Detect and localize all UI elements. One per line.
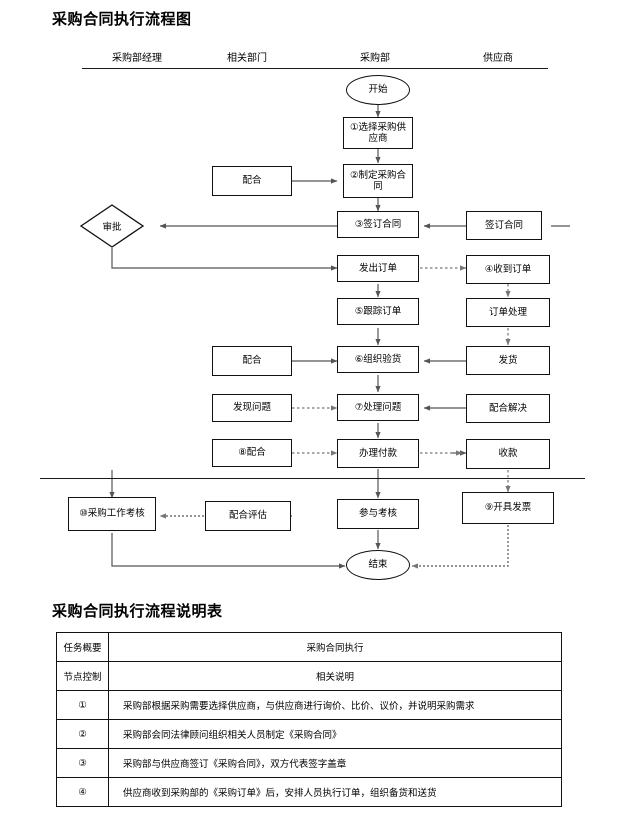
table-row: 节点控制 相关说明: [56, 661, 562, 691]
node-handle-payment[interactable]: 办理付款: [337, 439, 419, 468]
flow-section-divider: [40, 478, 585, 479]
table-cell-key: ④: [56, 777, 109, 807]
node-make-contract[interactable]: ②制定采购合同: [343, 164, 413, 198]
node-cooperate-evaluation[interactable]: 配合评估: [205, 501, 291, 531]
node-organize-inspection[interactable]: ⑥组织验货: [337, 346, 419, 373]
table-cell-value: 供应商收到采购部的《采购订单》后，安排人员执行订单，组织备货和送货: [108, 777, 562, 807]
lane-header-related-departments: 相关部门: [227, 53, 267, 64]
table-row: ① 采购部根据采购需要选择供应商，与供应商进行询价、比价、议价，并说明采购需求: [56, 690, 562, 720]
table-cell-value: 采购合同执行: [108, 632, 562, 662]
node-receive-order[interactable]: ④收到订单: [466, 255, 550, 284]
node-cooperate-payment[interactable]: ⑧配合: [212, 439, 292, 467]
node-cooperate-solve[interactable]: 配合解决: [466, 394, 550, 423]
node-cooperate-inspection[interactable]: 配合: [212, 346, 292, 376]
node-receive-payment[interactable]: 收款: [466, 439, 550, 469]
explanation-table: 任务概要 采购合同执行 节点控制 相关说明 ① 采购部根据采购需要选择供应商，与…: [56, 632, 562, 807]
node-track-order[interactable]: ⑤跟踪订单: [337, 298, 419, 325]
node-find-problem[interactable]: 发现问题: [212, 394, 292, 422]
table-row: 任务概要 采购合同执行: [56, 632, 562, 662]
table-cell-key: 节点控制: [56, 661, 109, 691]
table-cell-value: 采购部会同法律顾问组织相关人员制定《采购合同》: [108, 719, 562, 749]
table-row: ④ 供应商收到采购部的《采购订单》后，安排人员执行订单，组织备货和送货: [56, 777, 562, 807]
page-title-flowchart: 采购合同执行流程图: [52, 10, 192, 28]
node-sign-contract-supplier[interactable]: 签订合同: [466, 211, 542, 240]
node-end[interactable]: 结束: [346, 550, 410, 580]
node-order-processing[interactable]: 订单处理: [466, 298, 550, 327]
node-approval-label: 审批: [102, 222, 122, 233]
lane-header-supplier: 供应商: [483, 53, 513, 64]
lane-header-divider: [82, 68, 548, 69]
lane-header-purchasing-manager: 采购部经理: [112, 53, 162, 64]
node-sign-contract[interactable]: ③签订合同: [337, 211, 419, 238]
explanation-table-body: 任务概要 采购合同执行 节点控制 相关说明 ① 采购部根据采购需要选择供应商，与…: [56, 632, 562, 807]
node-ship-goods[interactable]: 发货: [466, 346, 550, 375]
node-issue-invoice[interactable]: ⑨开具发票: [462, 492, 554, 524]
table-cell-value: 采购部与供应商签订《采购合同》，双方代表签字盖章: [108, 748, 562, 778]
table-cell-key: ①: [56, 690, 109, 720]
node-approval[interactable]: 审批: [79, 204, 145, 248]
table-row: ③ 采购部与供应商签订《采购合同》，双方代表签字盖章: [56, 748, 562, 778]
node-send-order[interactable]: 发出订单: [337, 255, 419, 282]
node-handle-problem[interactable]: ⑦处理问题: [337, 394, 419, 421]
node-cooperate-contract[interactable]: 配合: [212, 166, 292, 196]
table-cell-key: 任务概要: [56, 632, 109, 662]
node-join-review[interactable]: 参与考核: [337, 499, 419, 529]
table-cell-value: 采购部根据采购需要选择供应商，与供应商进行询价、比价、议价，并说明采购需求: [108, 690, 562, 720]
table-cell-key: ②: [56, 719, 109, 749]
node-purchase-review[interactable]: ⑩采购工作考核: [68, 497, 156, 531]
table-row: ② 采购部会同法律顾问组织相关人员制定《采购合同》: [56, 719, 562, 749]
page-title-table: 采购合同执行流程说明表: [52, 602, 223, 620]
table-cell-value: 相关说明: [108, 661, 562, 691]
node-select-supplier[interactable]: ①选择采购供应商: [343, 117, 413, 149]
lane-header-purchasing-department: 采购部: [360, 53, 390, 64]
table-cell-key: ③: [56, 748, 109, 778]
node-start[interactable]: 开始: [346, 75, 410, 105]
